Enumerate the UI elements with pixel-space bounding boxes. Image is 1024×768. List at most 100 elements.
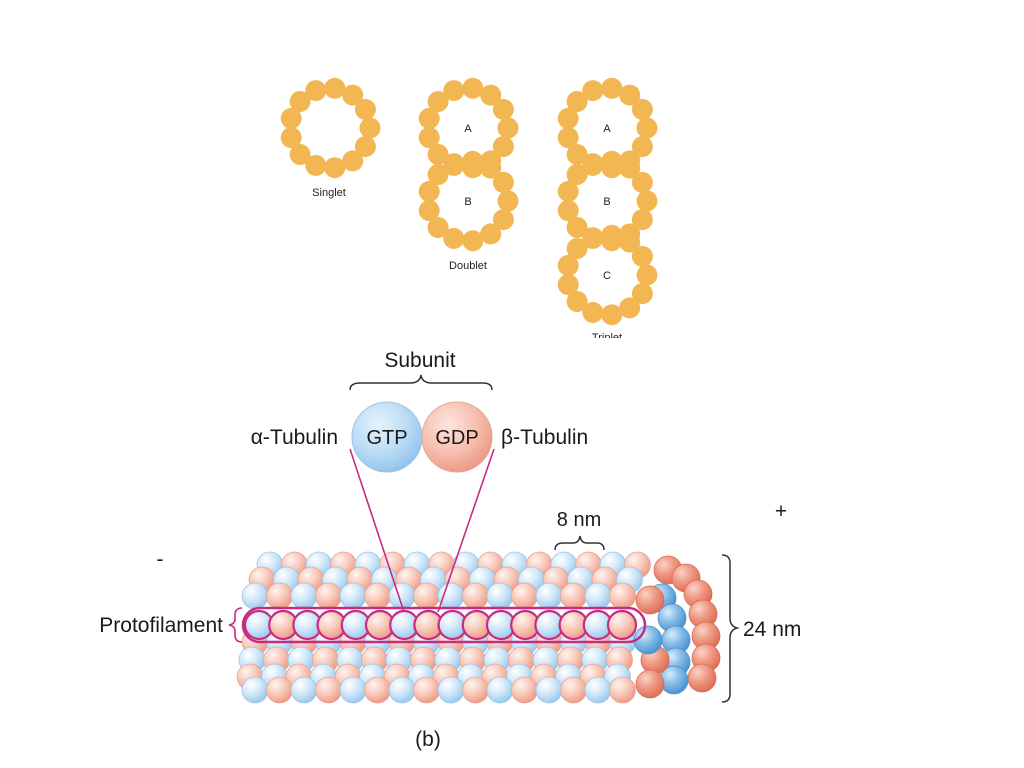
- tubulin-bead: [324, 77, 346, 99]
- tubulin-bead: [492, 171, 514, 193]
- alpha-tubulin-bead: [437, 582, 465, 610]
- tubulin-bead: [492, 136, 514, 158]
- beta-tubulin-bead: [266, 582, 293, 610]
- tubulin-bead: [305, 154, 327, 176]
- tubulin-bead: [636, 117, 658, 139]
- tubulin-bead: [418, 200, 440, 222]
- tubulin-bead: [601, 150, 623, 172]
- doublet-label: Doublet: [449, 260, 487, 272]
- tubulin-bead: [497, 117, 519, 139]
- alpha-tubulin-bead: [388, 676, 416, 704]
- tubulin-bead: [324, 157, 346, 179]
- singlet-label: Singlet: [312, 187, 346, 199]
- tubulin-bead: [418, 127, 440, 149]
- beta-tubulin-bead: [315, 676, 342, 704]
- tubulin-bead: [557, 127, 579, 149]
- tubulin-bead: [427, 164, 449, 185]
- subunit-brace: [349, 374, 493, 391]
- triplet-tubule-c-label: C: [603, 270, 611, 282]
- tubulin-bead: [462, 150, 484, 172]
- alpha-tubulin-bead: [486, 582, 514, 610]
- end-beta-bead: [635, 585, 665, 615]
- tubulin-bead: [566, 91, 588, 112]
- gdp-label: GDP: [435, 427, 478, 449]
- tubulin-bead: [631, 283, 653, 305]
- beta-tubulin-bead: [266, 676, 293, 704]
- protofilament-highlight: [241, 606, 647, 644]
- tubulin-bead: [280, 127, 302, 149]
- alpha-tubulin-bead: [339, 582, 367, 610]
- tubulin-bead: [636, 190, 658, 212]
- spacing-label: 8 nm: [557, 509, 601, 531]
- tubulin-bead: [280, 107, 302, 129]
- tubulin-bead: [619, 157, 641, 179]
- gtp-label: GTP: [366, 427, 407, 449]
- tubulin-bead: [342, 150, 364, 172]
- plus-end-label: +: [775, 500, 787, 523]
- tubulin-bead: [462, 230, 484, 252]
- beta-tubulin-bead: [511, 676, 538, 704]
- alpha-tubulin-bead: [486, 676, 514, 704]
- triplet-tubule-b-ring: [557, 150, 658, 252]
- tubulin-bead: [566, 291, 588, 312]
- tubulin-bead: [289, 144, 311, 165]
- tubulin-bead: [427, 217, 449, 238]
- tubulin-bead: [601, 77, 623, 99]
- tubulin-bead: [619, 231, 641, 253]
- tubulin-bead: [418, 180, 440, 202]
- end-beta-bead: [687, 663, 717, 693]
- tubulin-bead: [582, 227, 604, 249]
- tubulin-bead: [636, 264, 658, 286]
- alpha-tubulin-bead: [290, 676, 318, 704]
- tubulin-bead: [443, 227, 465, 249]
- tubulin-bead: [480, 157, 502, 179]
- microtubule-end-cap: [633, 555, 721, 699]
- tubulin-bead: [582, 80, 604, 102]
- alpha-tubulin-label: α-Tubulin: [251, 426, 338, 449]
- alpha-tubulin-bead: [241, 582, 269, 610]
- doublet-tubule-b-ring: [418, 150, 519, 252]
- end-beta-bead: [635, 669, 665, 699]
- tubulin-bead: [566, 238, 588, 259]
- doublet-tubule-b-label: B: [464, 196, 471, 208]
- alpha-tubulin-bead: [535, 582, 563, 610]
- beta-tubulin-bead: [413, 676, 440, 704]
- beta-tubulin-label: β-Tubulin: [501, 426, 588, 449]
- tubulin-bead: [305, 80, 327, 102]
- tubulin-bead: [631, 171, 653, 193]
- tubulin-bead: [557, 107, 579, 129]
- triplet-tubule-b-label: B: [603, 196, 610, 208]
- tubulin-bead: [601, 224, 623, 246]
- subunit-label: Subunit: [384, 349, 455, 372]
- beta-tubulin-bead: [364, 582, 391, 610]
- beta-tubulin-bead: [609, 582, 636, 610]
- tubulin-bead: [418, 107, 440, 129]
- tubulin-bead: [566, 217, 588, 238]
- alpha-tubulin-bead: [584, 582, 612, 610]
- tubulin-bead: [619, 84, 641, 106]
- alpha-tubulin-bead: [535, 676, 563, 704]
- tubulin-bead: [557, 254, 579, 276]
- tubulin-bead: [497, 190, 519, 212]
- beta-tubulin-sphere: [421, 401, 493, 473]
- connector-line-alpha: [349, 448, 405, 613]
- tubulin-bead: [359, 117, 381, 139]
- tubulin-bead: [462, 77, 484, 99]
- tubulin-bead: [566, 164, 588, 185]
- tubulin-bead: [557, 180, 579, 202]
- beta-tubulin-bead: [413, 582, 440, 610]
- tubulin-bead: [427, 91, 449, 112]
- beta-tubulin-bead: [364, 676, 391, 704]
- tubulin-bead: [557, 200, 579, 222]
- tubulin-bead: [480, 84, 502, 106]
- protofilament-brace: [228, 607, 243, 643]
- beta-tubulin-bead: [462, 582, 489, 610]
- minus-end-label: -: [157, 548, 164, 571]
- protofilament-label: Protofilament: [99, 614, 223, 637]
- triplet-tubule-c-ring: [557, 224, 658, 326]
- tubulin-bead: [601, 304, 623, 326]
- diameter-brace: [721, 554, 740, 703]
- tubulin-bead: [557, 274, 579, 296]
- tubulin-bead: [443, 153, 465, 175]
